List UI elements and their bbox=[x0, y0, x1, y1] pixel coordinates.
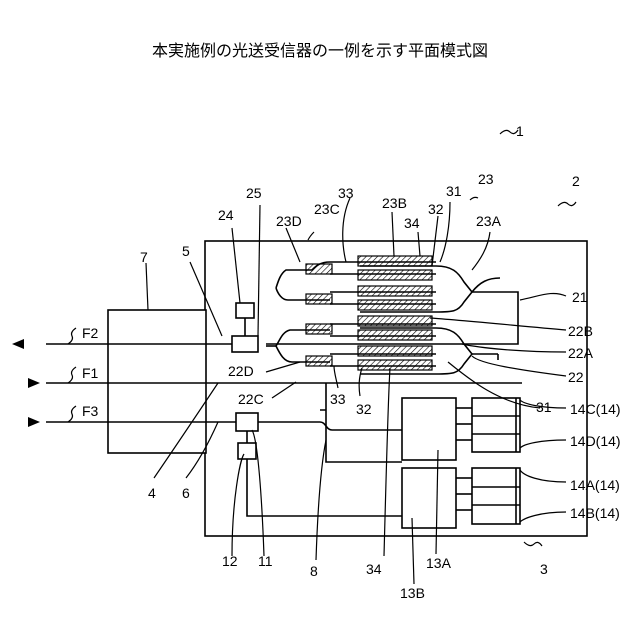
label-13A: 13A bbox=[426, 555, 452, 571]
label-14A: 14A(14) bbox=[570, 477, 620, 493]
label-33-top: 33 bbox=[338, 185, 354, 201]
output-block-upper bbox=[472, 398, 520, 452]
label-22A: 22A bbox=[568, 345, 594, 361]
label-5: 5 bbox=[182, 243, 190, 259]
electrode-4 bbox=[358, 300, 432, 310]
electrode-1 bbox=[358, 256, 432, 266]
component-11 bbox=[236, 413, 258, 431]
label-13B: 13B bbox=[400, 585, 425, 601]
component-25 bbox=[232, 336, 258, 352]
label-2: 2 bbox=[572, 173, 580, 189]
arrow-f3 bbox=[28, 417, 40, 427]
component-12 bbox=[238, 443, 256, 459]
label-32-top: 32 bbox=[428, 201, 444, 217]
electrode-6 bbox=[358, 330, 432, 340]
label-14C: 14C(14) bbox=[570, 401, 621, 417]
label-23A: 23A bbox=[476, 213, 502, 229]
label-25: 25 bbox=[246, 185, 262, 201]
label-23B: 23B bbox=[382, 195, 407, 211]
label-34-top: 34 bbox=[404, 215, 420, 231]
label-22: 22 bbox=[568, 369, 584, 385]
label-21: 21 bbox=[572, 289, 588, 305]
label-14B: 14B(14) bbox=[570, 505, 620, 521]
label-31-top: 31 bbox=[446, 183, 462, 199]
electrode-2 bbox=[358, 270, 432, 280]
box-7 bbox=[108, 310, 206, 453]
label-8: 8 bbox=[310, 563, 318, 579]
label-6: 6 bbox=[182, 485, 190, 501]
receiver-13A bbox=[402, 398, 456, 460]
label-23: 23 bbox=[478, 171, 494, 187]
label-11: 11 bbox=[258, 553, 273, 569]
label-33-bottom: 33 bbox=[330, 391, 346, 407]
phase-shifter-2 bbox=[306, 294, 332, 304]
phase-shifter-1 bbox=[306, 264, 332, 274]
electrode-5 bbox=[358, 316, 432, 326]
electrode-3 bbox=[358, 286, 432, 296]
arrow-f1 bbox=[28, 378, 40, 388]
phase-shifter-3 bbox=[306, 324, 332, 334]
label-22D: 22D bbox=[228, 363, 254, 379]
fiber-mark-f2 bbox=[68, 328, 76, 344]
phase-shifter-4 bbox=[306, 356, 332, 366]
receiver-13B bbox=[402, 468, 456, 528]
label-31-bottom: 31 bbox=[536, 399, 552, 415]
electrode-8 bbox=[358, 360, 432, 370]
component-24 bbox=[236, 303, 254, 318]
figure-title: 本実施例の光送受信器の一例を示す平面模式図 bbox=[152, 41, 488, 60]
label-23C: 23C bbox=[314, 201, 340, 217]
electrode-7 bbox=[358, 346, 432, 356]
label-22C: 22C bbox=[238, 391, 264, 407]
label-F1: F1 bbox=[82, 365, 99, 381]
label-12: 12 bbox=[222, 553, 238, 569]
label-3: 3 bbox=[540, 561, 548, 577]
label-34-bottom: 34 bbox=[366, 561, 382, 577]
fiber-mark-f3 bbox=[68, 406, 76, 422]
label-22B: 22B bbox=[568, 323, 593, 339]
label-4: 4 bbox=[148, 485, 156, 501]
label-32-bottom: 32 bbox=[356, 401, 372, 417]
label-F2: F2 bbox=[82, 325, 99, 341]
label-F3: F3 bbox=[82, 403, 99, 419]
fiber-mark-f1 bbox=[68, 367, 76, 383]
housing-2 bbox=[205, 241, 587, 536]
label-7: 7 bbox=[140, 249, 148, 265]
arrow-f2 bbox=[12, 339, 24, 349]
label-24: 24 bbox=[218, 207, 234, 223]
label-23D: 23D bbox=[276, 213, 302, 229]
output-block-lower bbox=[472, 468, 520, 524]
label-14D: 14D(14) bbox=[570, 433, 621, 449]
label-1: 1 bbox=[516, 123, 524, 139]
